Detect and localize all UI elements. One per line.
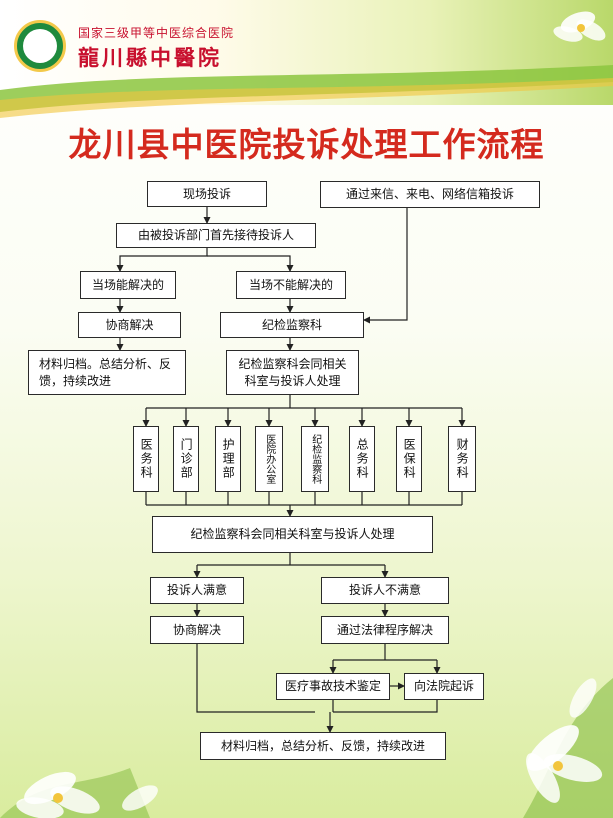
hospital-name: 龍川縣中醫院 bbox=[78, 45, 222, 70]
box-solvable-onsite: 当场能解决的 bbox=[80, 271, 176, 299]
box-joint-handle: 纪检监察科会同相关科室与投诉人处理 bbox=[226, 350, 359, 395]
box-remote-complaint: 通过来信、来电、网络信箱投诉 bbox=[320, 181, 540, 208]
lily-flower-icon bbox=[553, 11, 606, 42]
dept-medical-insurance: 医保科 bbox=[396, 426, 422, 492]
lily-flower-icon bbox=[0, 768, 158, 818]
dept-nursing: 护理部 bbox=[215, 426, 241, 492]
box-archive-left: 材料归档。总结分析、反馈，持续改进 bbox=[28, 350, 186, 395]
dept-finance: 财务科 bbox=[448, 426, 476, 492]
box-first-receive: 由被投诉部门首先接待投诉人 bbox=[116, 223, 316, 248]
hospital-subtitle: 国家三级甲等中医综合医院 bbox=[78, 26, 235, 40]
dept-outpatient: 门诊部 bbox=[173, 426, 199, 492]
box-negotiate: 协商解决 bbox=[78, 312, 181, 338]
box-joint-handle-2: 纪检监察科会同相关科室与投诉人处理 bbox=[152, 516, 433, 553]
box-unsolvable-onsite: 当场不能解决的 bbox=[236, 271, 346, 299]
box-medical-appraisal: 医疗事故技术鉴定 bbox=[276, 673, 390, 700]
box-unsatisfied: 投诉人不满意 bbox=[321, 577, 449, 604]
dept-general-affairs: 总务科 bbox=[349, 426, 375, 492]
page-title: 龙川县中医院投诉处理工作流程 bbox=[68, 125, 545, 164]
header-swoosh bbox=[0, 65, 613, 118]
box-archive-final: 材料归档，总结分析、反馈，持续改进 bbox=[200, 732, 446, 760]
dept-medical-affairs: 医务科 bbox=[133, 426, 159, 492]
box-onsite-complaint: 现场投诉 bbox=[147, 181, 267, 207]
dept-discipline: 纪检监察科 bbox=[301, 426, 329, 492]
box-legal-procedure: 通过法律程序解决 bbox=[321, 616, 449, 644]
box-satisfied: 投诉人满意 bbox=[150, 577, 244, 604]
dept-hospital-office: 医院办公室 bbox=[255, 426, 283, 492]
box-court: 向法院起诉 bbox=[404, 673, 484, 700]
box-discipline-office: 纪检监察科 bbox=[220, 312, 364, 338]
hospital-logo bbox=[14, 20, 66, 72]
box-negotiate-2: 协商解决 bbox=[150, 616, 244, 644]
lily-flower-icon bbox=[523, 678, 613, 818]
